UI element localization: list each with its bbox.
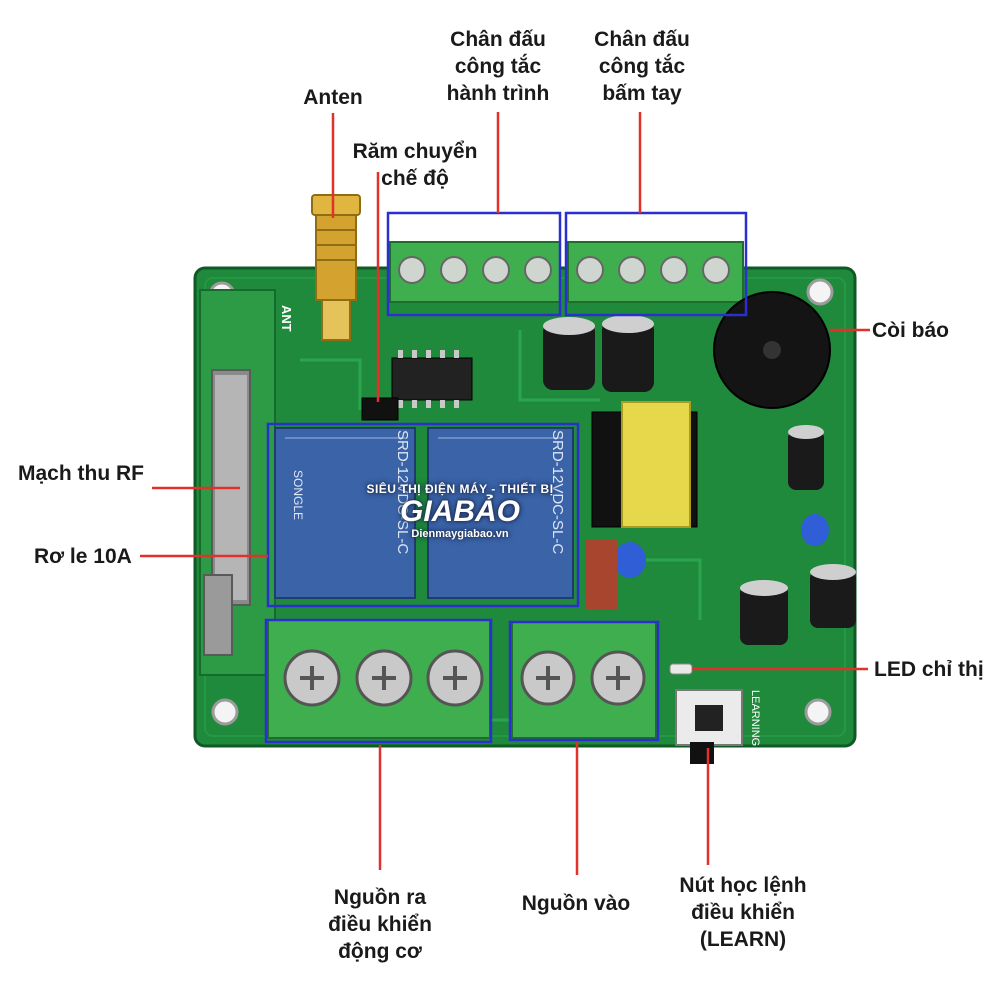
label-rf-text: Mạch thu RF [18,462,144,485]
label-relay: Rơ le 10A [34,543,144,570]
mount-hole [211,698,239,726]
capacitor [740,580,788,645]
label-buzzer: Còi báo [872,317,982,344]
label-learn-button: Nút học lệnh điều khiển (LEARN) [668,872,818,953]
label-limit-line-1: Chân đấu [450,28,546,51]
label-learn-line-2: điều khiển [691,901,795,924]
motor-output-terminal-block [267,619,491,739]
capacitor [602,315,654,392]
fuse [585,540,617,610]
ant-silkscreen: ANT [279,305,294,332]
limit-switch-highlight-box [386,211,562,317]
capacitor [543,317,595,390]
label-antenna-text: Anten [303,86,363,109]
capacitor [788,425,824,490]
power-input-terminal-block [511,621,657,739]
buzzer [713,291,831,409]
mount-hole [806,278,834,306]
label-learn-line-1: Nút học lệnh [679,874,807,897]
label-rf-receiver: Mạch thu RF [18,460,158,487]
watermark-site: Dienmaygiabao.vn [411,528,509,540]
indicator-led [669,663,693,675]
label-push-line-3: bấm tay [602,82,682,105]
watermark-top: SIÊU THỊ ĐIỆN MÁY - THIẾT BỊ [366,482,554,496]
ceramic-capacitor [801,514,829,546]
capacitor [810,564,856,628]
limit-switch-terminal-block [389,241,561,303]
learning-silkscreen: LEARNING [749,690,761,746]
antenna-connector [311,194,361,341]
label-mode-jumper: Răm chuyển chế độ [340,138,490,192]
label-buzzer-text: Còi báo [872,319,949,342]
label-relay-text: Rơ le 10A [34,545,132,568]
relay-highlight-box [266,422,580,608]
label-antenna: Anten [290,84,376,111]
label-limit-line-2: công tắc [454,55,542,78]
label-push-line-1: Chân đấu [594,28,690,51]
label-limit-switch-terminals: Chân đấu công tắc hành trình [430,26,566,107]
ceramic-capacitor [614,542,646,578]
label-power-input-text: Nguồn vào [521,892,631,915]
label-motor-line-3: động cơ [338,940,422,963]
relay-2 [427,427,574,599]
label-motor-line-1: Nguồn ra [333,886,427,909]
label-learn-line-3: (LEARN) [699,928,787,951]
relay-1-brand-print: SONGLE [291,470,305,520]
rf-receiver-module [199,289,276,676]
transformer [591,401,698,528]
label-power-input: Nguồn vào [510,890,642,917]
watermark: SIÊU THỊ ĐIỆN MÁY - THIẾT BỊ GIABẢO Dien… [330,482,590,540]
label-limit-line-3: hành trình [446,82,550,105]
label-motor-line-2: điều khiển [328,913,432,936]
mount-hole [804,698,832,726]
push-button-highlight-box [564,211,748,317]
relay-1-model-print: SRD-12VDC-SL-C [394,430,411,554]
mode-jumper [361,397,399,421]
label-led: LED chỉ thị [874,656,994,683]
label-motor-output: Nguồn ra điều khiển động cơ [314,884,446,965]
power-input-highlight-box [508,620,660,742]
label-mode-jumper-line-2: chế độ [381,167,449,190]
motor-output-highlight-box [264,618,493,744]
label-mode-jumper-line-1: Răm chuyển [352,140,478,163]
watermark-brand: GIABẢO [400,495,520,528]
push-button-terminal-block [567,241,744,303]
label-push-line-2: công tắc [598,55,686,78]
label-push-button-terminals: Chân đấu công tắc bấm tay [578,26,706,107]
relay-1 [274,427,416,599]
label-led-text: LED chỉ thị [874,658,984,681]
relay-2-model-print: SRD-12VDC-SL-C [549,430,566,554]
ic-chip [391,350,473,408]
